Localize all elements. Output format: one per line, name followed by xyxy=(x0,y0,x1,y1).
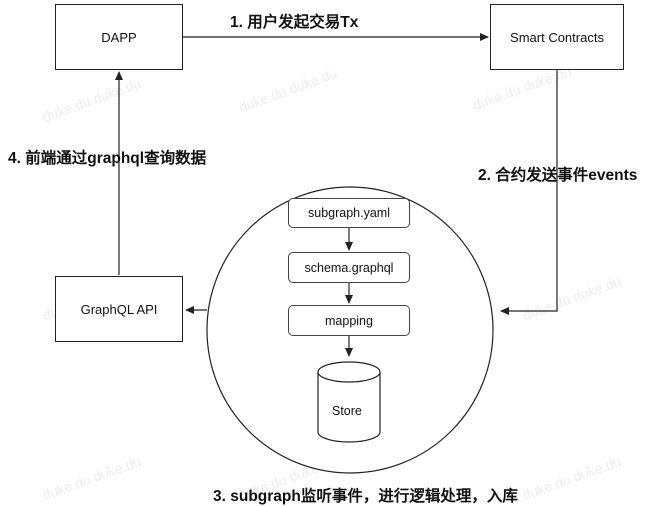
node-graphql-api: GraphQL API xyxy=(55,276,183,342)
edge-label-step4: 4. 前端通过graphql查询数据 xyxy=(8,150,207,167)
node-graphql-api-label: GraphQL API xyxy=(80,301,158,317)
store-cylinder xyxy=(317,361,381,443)
node-smart-contracts-label: Smart Contracts xyxy=(510,29,604,45)
node-mapping-label: mapping xyxy=(325,313,373,328)
edge-step2 xyxy=(500,69,558,315)
edge-label-step1: 1. 用户发起交易Tx xyxy=(230,14,359,31)
node-subgraph-yaml-label: subgraph.yaml xyxy=(308,206,390,220)
edge-label-step2: 2. 合约发送事件events xyxy=(478,167,638,184)
edge-label-step3: 3. subgraph监听事件，进行逻辑处理，入库 xyxy=(213,488,518,505)
node-store-label: Store xyxy=(332,404,362,418)
node-dapp: DAPP xyxy=(55,4,183,70)
node-subgraph-yaml: subgraph.yaml xyxy=(288,198,410,228)
node-mapping: mapping xyxy=(288,305,410,336)
node-smart-contracts: Smart Contracts xyxy=(490,4,624,70)
node-schema-graphql-label: schema.graphql xyxy=(304,260,394,275)
node-schema-graphql: schema.graphql xyxy=(288,252,410,283)
node-dapp-label: DAPP xyxy=(101,29,137,45)
